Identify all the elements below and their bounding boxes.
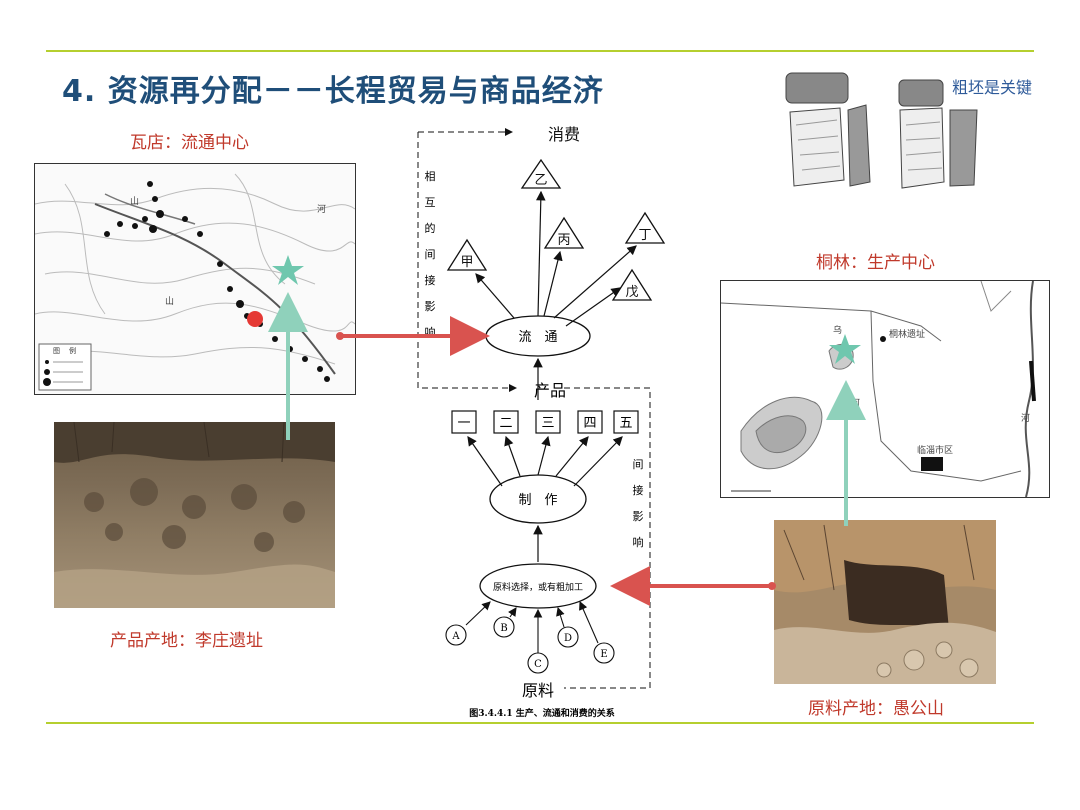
diagram-caption: 图3.4.4.1 生产、流通和消费的关系 [469,707,615,719]
left-map-label: 河 [317,203,326,214]
left-map-caption: 瓦店：流通中心 [130,133,249,153]
circulation-label: 流 通 [518,330,557,345]
product-label: 三 [541,416,554,431]
consumer-label: 戊 [625,285,638,300]
side-text-left: 影 [425,300,436,313]
consumer-label: 甲 [460,255,473,270]
right-map-label: 河 [851,397,860,408]
right-map-drawing: 河 河 临淄市区 桐林遗址 乌 [721,281,1049,497]
right-map: 河 河 临淄市区 桐林遗址 乌 [720,280,1050,498]
raw-item-label: B [500,623,507,634]
product-label: 二 [499,416,512,431]
left-map: 山 河 山 图 例 [34,163,356,395]
side-text-right: 响 [633,536,644,549]
consumer-label: 乙 [534,173,547,188]
side-text-left: 相 [425,170,436,183]
side-text-right: 间 [633,458,644,471]
star-icon [829,334,861,364]
right-map-caption: 桐林：生产中心 [816,253,935,273]
left-photo-caption: 产品产地：李庄遗址 [110,631,263,651]
product-label: 四 [583,416,596,431]
right-map-label: 桐林遗址 [889,328,925,339]
bottom-rule [46,722,1034,724]
consumer-label: 丙 [557,233,570,248]
legend-label: 图 [53,347,60,355]
left-map-label: 山 [130,196,139,206]
yugongshan-photo [774,520,996,684]
raw-item-label: C [534,659,542,670]
left-map-label: 山 [165,296,174,306]
right-photo-caption: 原料产地：愚公山 [808,699,944,719]
lizhuang-site-photo [54,422,335,608]
side-text-right: 影 [633,510,644,523]
side-text-right: 接 [633,484,644,497]
specimen-drawing [782,70,982,210]
products-label: 产品 [534,381,566,400]
product-label: 五 [619,416,632,431]
side-text-left: 间 [425,248,436,261]
right-map-label: 临淄市区 [917,444,953,455]
raw-item-label: D [564,633,572,644]
raw-item-label: E [600,649,607,660]
raw-label: 原料 [522,681,554,700]
star-icon [272,255,304,285]
key-note: 粗坯是关键 [952,78,1033,97]
flow-diagram: 甲 乙 丙 丁 戊 消费 流 通 产品 一 [404,118,680,722]
legend-label: 例 [69,346,76,355]
side-text-left: 响 [425,326,436,339]
flow-diagram-drawing: 甲 乙 丙 丁 戊 消费 流 通 产品 一 [417,125,666,719]
raw-select-label: 原料选择，或有粗加工 [493,581,583,593]
right-map-label: 河 [1021,412,1030,423]
wadian-red-dot [247,311,263,327]
right-map-label: 乌 [833,324,842,335]
side-text-left: 接 [425,274,436,287]
raw-item-label: A [451,631,460,642]
left-map-drawing: 山 河 山 图 例 [35,164,355,394]
consumer-label: 丁 [638,228,651,243]
product-label: 一 [457,416,470,431]
side-text-left: 的 [425,221,436,235]
making-label: 制 作 [518,493,557,508]
consume-label: 消费 [548,125,580,144]
slide-title: 4. 资源再分配－－长程贸易与商品经济 [62,74,604,109]
side-text-left: 互 [425,196,436,209]
top-rule [46,50,1034,52]
